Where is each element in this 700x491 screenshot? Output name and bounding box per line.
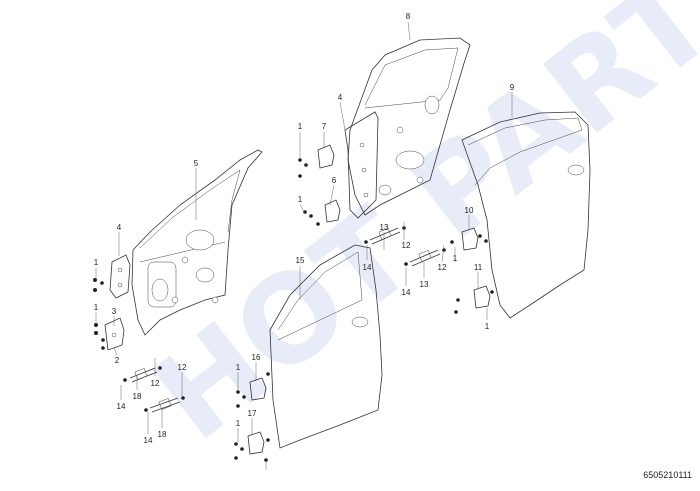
rear-door-outer-shell [461,111,591,319]
callout-1-rear-upper: 1 [298,122,303,131]
callout-labels: 8 9 4 7 1 5 6 1 10 13 4 12 15 1 14 12 11… [94,12,515,445]
callout-17: 17 [248,409,257,418]
diagram-id-label: 6505210111 [643,470,692,480]
front-upper-hinge [109,254,131,299]
callout-14-rear-lower: 14 [402,288,411,297]
front-lower-hinge [104,317,125,351]
callout-8: 8 [406,12,411,21]
front-outer-lower-hinge [234,431,270,462]
front-door-inner-panel [131,149,263,336]
rear-lower-hinge [303,199,341,226]
callout-12-rear-upper: 12 [402,241,411,250]
rear-outer-upper-hinge [450,227,488,251]
rear-outer-lower-hinge [454,285,494,314]
callout-1-rear-outer: 1 [453,254,458,263]
callout-14-front-lower: 14 [144,436,153,445]
callout-12-rear-lower: 12 [438,263,447,272]
callout-3: 3 [112,307,117,316]
callout-1-front-upper: 1 [94,258,99,267]
callout-1-front-outer-mid: 1 [236,419,241,428]
callout-10: 10 [465,206,474,215]
callout-7: 7 [322,122,327,131]
callout-4-front: 4 [117,223,122,232]
leader-lines [95,21,513,470]
callout-18-lower: 18 [158,430,167,439]
callout-1-front-outer-upper: 1 [236,363,241,372]
callout-1-rear-outer-lower: 1 [485,322,490,331]
callout-4-rear: 4 [338,93,343,102]
callout-11: 11 [474,263,483,272]
callout-16: 16 [252,353,261,362]
callout-13-upper: 13 [380,223,389,232]
front-hinge-bolts [93,278,105,350]
callout-5: 5 [194,159,199,168]
front-outer-upper-hinge [236,372,270,408]
callout-14-front-upper: 14 [117,402,126,411]
callout-2: 2 [115,356,120,365]
callout-14-rear-upper: 14 [363,263,372,272]
callout-1-rear-lower: 1 [298,195,303,204]
rear-door-inner-panel [347,37,471,216]
callout-9: 9 [510,83,515,92]
callout-1-front-lower: 1 [94,303,99,312]
rear-upper-hinge [298,144,335,178]
front-door-check-strap [123,366,185,413]
watermark-text: HOT PARTS [130,0,700,468]
watermark: HOT PARTS [130,0,700,468]
front-door-outer-shell [269,244,383,449]
callout-15: 15 [296,256,305,265]
callout-13-lower: 13 [420,280,429,289]
rear-hinge-pillar [344,111,379,219]
callout-6: 6 [332,176,337,185]
callout-18-upper: 18 [133,392,142,401]
callout-12-front-upper: 12 [151,379,160,388]
callout-12-front-lower: 12 [178,363,187,372]
